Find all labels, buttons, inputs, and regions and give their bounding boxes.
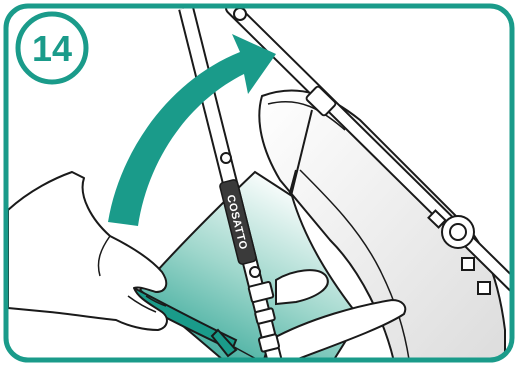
step-badge: 14 xyxy=(18,14,86,82)
tube-rivet-upper xyxy=(221,153,231,163)
step-number: 14 xyxy=(32,28,72,69)
tube-rivet-lower xyxy=(250,267,260,277)
frame-rivet xyxy=(234,8,246,20)
